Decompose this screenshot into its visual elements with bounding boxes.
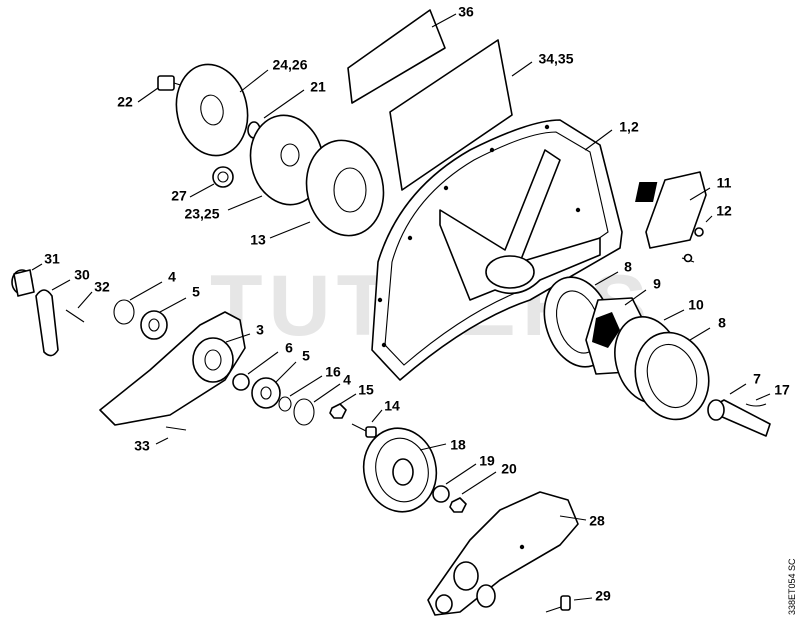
callout-c20: 20	[501, 461, 517, 477]
part-11-grip	[635, 171, 707, 249]
part-33-screw	[165, 426, 187, 431]
part-14-bolt	[351, 423, 377, 438]
callout-c8a: 8	[624, 259, 632, 275]
callout-c6: 6	[285, 340, 293, 356]
callout-c2325: 23,25	[184, 206, 219, 222]
part-4-circlip-lower	[293, 398, 315, 426]
callout-c9: 9	[653, 276, 661, 292]
callout-c7: 7	[753, 371, 761, 387]
callout-c3435: 34,35	[538, 51, 573, 67]
callout-c22: 22	[117, 94, 133, 110]
part-31-sleeve	[11, 269, 35, 297]
part-36-decal	[347, 9, 446, 104]
callout-c28: 28	[589, 513, 605, 529]
part-3-arm	[99, 311, 246, 426]
callout-c15: 15	[358, 382, 374, 398]
callout-c36: 36	[458, 4, 474, 20]
callout-c5a: 5	[192, 284, 200, 300]
part-24-26-thrust-washer	[175, 63, 249, 157]
callout-c5b: 5	[302, 348, 310, 364]
part-27-bushing	[212, 166, 234, 188]
callout-c33: 33	[134, 438, 150, 454]
callout-c3: 3	[256, 322, 264, 338]
callout-c2426: 24,26	[272, 57, 307, 73]
part-6-washer	[232, 373, 250, 391]
part-29-screw	[545, 595, 571, 613]
part-5-bearing-lower	[251, 377, 281, 409]
callout-c31: 31	[44, 251, 60, 267]
callout-c12n: 1,2	[619, 119, 639, 135]
callout-c4a: 4	[168, 269, 176, 285]
callout-c17: 17	[774, 382, 790, 398]
part-28-cover	[427, 491, 579, 616]
callout-c32: 32	[94, 279, 110, 295]
drawing-code: 338ET054 SC	[787, 558, 797, 615]
callout-c19: 19	[479, 453, 495, 469]
callout-c8b: 8	[718, 315, 726, 331]
part-34-35-decal	[389, 39, 513, 191]
callout-c10: 10	[688, 297, 704, 313]
part-5-bearing-upper	[140, 310, 168, 340]
callout-c11: 11	[717, 175, 732, 191]
callout-c4b: 4	[343, 372, 351, 388]
part-30-plate	[35, 289, 59, 357]
callout-c16: 16	[325, 364, 341, 380]
part-20-nut	[449, 497, 467, 513]
part-19-washer	[432, 485, 450, 503]
part-4-circlip-upper	[113, 299, 135, 325]
leader-lines	[31, 13, 771, 601]
part-16-washer	[278, 396, 292, 412]
callout-c30: 30	[74, 267, 90, 283]
callout-c18: 18	[450, 437, 466, 453]
part-1-2-wheel-guard	[371, 119, 623, 381]
part-15-nut	[329, 403, 347, 419]
part-32-screw	[65, 309, 85, 323]
callout-c27: 27	[171, 188, 187, 204]
part-23-25-washer	[249, 114, 325, 206]
callout-c29: 29	[595, 588, 611, 604]
part-8-ring-right	[634, 331, 710, 421]
part-17-pin	[745, 403, 767, 407]
part-7-stud	[707, 399, 771, 437]
part-13-flange	[305, 139, 385, 237]
callout-c14: 14	[384, 398, 400, 414]
callout-c21: 21	[310, 79, 326, 95]
part-18-pulley	[362, 427, 438, 513]
callout-c12: 12	[716, 203, 732, 219]
part-12-screw	[681, 227, 704, 263]
callout-c13: 13	[250, 232, 266, 248]
